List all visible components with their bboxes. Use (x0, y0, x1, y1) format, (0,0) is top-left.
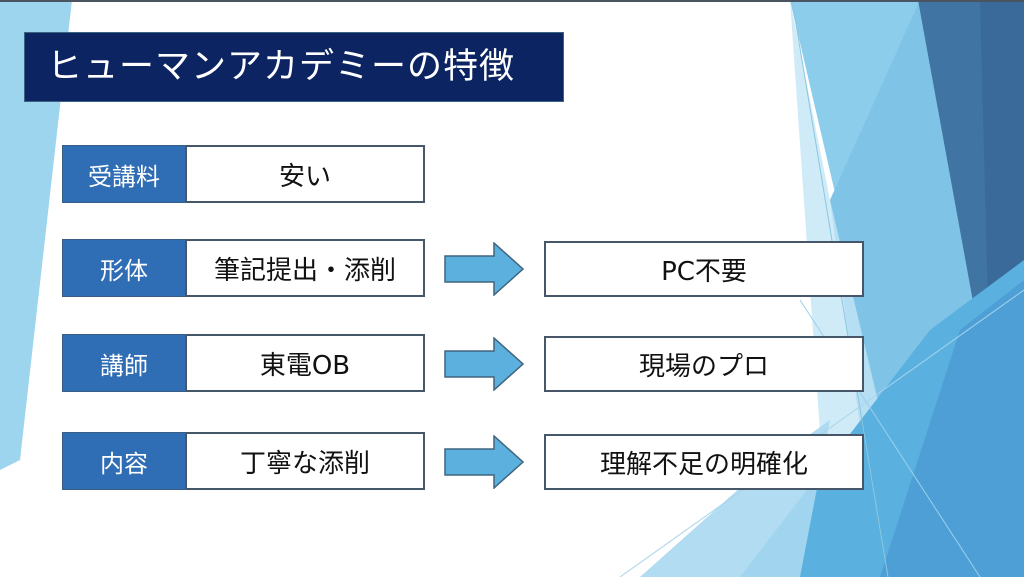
facet-line-2 (619, 289, 1024, 577)
row-value: 筆記提出・添削 (185, 239, 425, 297)
row-result: PC不要 (544, 241, 864, 297)
row-label: 受講料 (62, 145, 186, 203)
slide-title: ヒューマンアカデミーの特徴 (24, 32, 564, 102)
row-value: 東電OB (185, 334, 425, 392)
top-border-line (0, 0, 1024, 2)
row-label: 講師 (62, 334, 186, 392)
right-arrow-icon (444, 337, 524, 391)
row-result: 現場のプロ (544, 336, 864, 392)
row-label: 形体 (62, 239, 186, 297)
row-result: 理解不足の明確化 (544, 434, 864, 490)
facet-mid-bottom-2 (880, 280, 1024, 577)
right-arrow-icon (444, 242, 524, 296)
right-arrow-icon (444, 435, 524, 489)
left-accent-shape (0, 0, 72, 470)
row-label: 内容 (62, 432, 186, 490)
row-value: 安い (185, 145, 425, 203)
row-value: 丁寧な添削 (185, 432, 425, 490)
